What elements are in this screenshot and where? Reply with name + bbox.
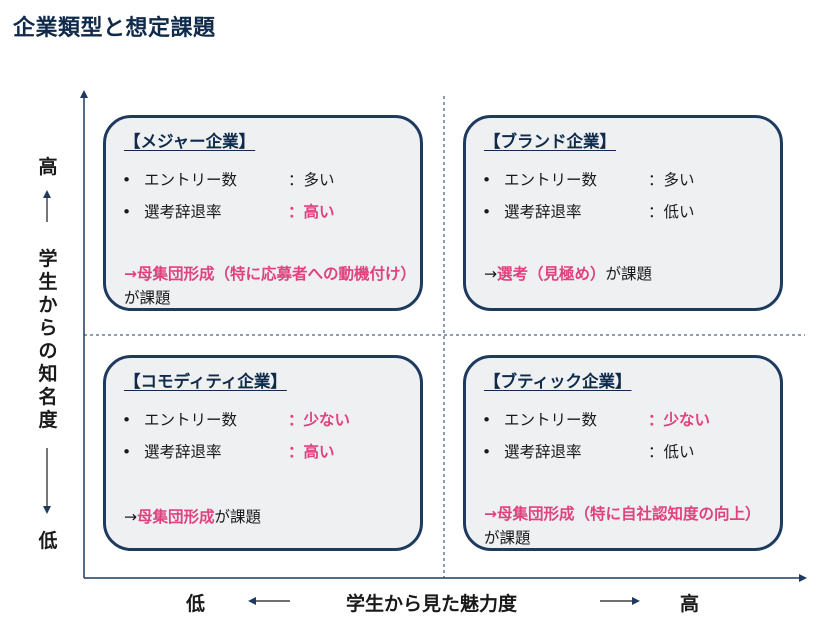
decline-value: ：高い <box>288 203 335 221</box>
y-axis-label-char: 学 <box>38 248 58 270</box>
decline-row: • 選考辞退率 ：高い <box>122 200 335 222</box>
conclusion-prefix: → <box>124 508 137 526</box>
decline-row: • 選考辞退率 ：低い <box>482 440 695 462</box>
conclusion-tail: が課題 <box>484 529 531 547</box>
conclusion-tail: が課題 <box>605 265 653 283</box>
y-axis-label-char: 度 <box>38 409 58 431</box>
y-axis-label-char: か <box>38 294 58 316</box>
y-axis-label-char: 知 <box>38 363 58 385</box>
decline-label: 選考辞退率 <box>144 203 222 221</box>
entries-row: • エントリー数 ：多い <box>122 168 335 190</box>
conclusion: →母集団形成が課題 <box>124 505 414 529</box>
conclusion-highlight: 選考（見極め） <box>497 265 606 283</box>
bullet: • <box>122 171 132 189</box>
entries-value: ：少ない <box>288 411 351 429</box>
quadrant-title: 【メジャー企業】 <box>124 132 256 151</box>
x-axis-label: 学生から見た魅力度 <box>346 593 518 615</box>
quadrant-commodity: 【コモディティ企業】 • エントリー数 ：少ない • 選考辞退率 ：高い →母集団形成が… <box>103 355 423 551</box>
entries-row: • エントリー数 ：少ない <box>122 408 350 430</box>
y-axis-label-char: 生 <box>38 271 58 293</box>
conclusion-highlight: 母集団形成 <box>137 508 215 526</box>
x-axis-high-label: 高 <box>680 593 700 615</box>
entries-value: ：多い <box>648 171 695 189</box>
decline-value: ：低い <box>648 443 695 461</box>
y-axis-low-label: 低 <box>38 530 58 552</box>
quadrant-title: 【ブランド企業】 <box>484 132 616 151</box>
bullet: • <box>482 171 492 189</box>
quadrant-brand: 【ブランド企業】 • エントリー数 ：多い • 選考辞退率 ：低い →選考（見極め）が課… <box>463 115 783 311</box>
bullet: • <box>482 203 492 221</box>
entries-row: • エントリー数 ：少ない <box>482 408 710 430</box>
decline-label: 選考辞退率 <box>504 203 582 221</box>
entries-label: エントリー数 <box>144 171 238 189</box>
entries-row: • エントリー数 ：多い <box>482 168 695 190</box>
decline-row: • 選考辞退率 ：低い <box>482 200 695 222</box>
bullet: • <box>482 443 492 461</box>
conclusion-tail: が課題 <box>214 508 262 526</box>
y-axis-label-char: の <box>38 340 58 362</box>
entries-value: ：多い <box>288 171 335 189</box>
y-axis-label-char: ら <box>38 317 58 339</box>
quadrant-boutique: 【ブティック企業】 • エントリー数 ：少ない • 選考辞退率 ：低い →母集団形成（特… <box>463 355 783 551</box>
bullet: • <box>122 411 132 429</box>
entries-label: エントリー数 <box>144 411 238 429</box>
y-axis-label-char: 名 <box>38 386 58 408</box>
entries-label: エントリー数 <box>504 411 598 429</box>
bullet: • <box>482 411 492 429</box>
conclusion: →母集団形成（特に応募者への動機付け） が課題 <box>124 262 416 310</box>
decline-value: ：低い <box>648 203 695 221</box>
entries-value: ：少ない <box>648 411 711 429</box>
conclusion: →母集団形成（特に自社認知度の向上） が課題 <box>484 502 774 550</box>
conclusion-highlight: →母集団形成（特に応募者への動機付け） <box>124 265 416 283</box>
decline-label: 選考辞退率 <box>144 443 222 461</box>
x-axis-low-label: 低 <box>186 593 206 615</box>
y-axis-high-label: 高 <box>38 156 58 178</box>
quadrant-major: 【メジャー企業】 • エントリー数 ：多い • 選考辞退率 ：高い →母集団形成（特に応… <box>103 115 423 311</box>
decline-row: • 選考辞退率 ：高い <box>122 440 335 462</box>
quadrant-title: 【コモディティ企業】 <box>124 372 287 391</box>
decline-value: ：高い <box>288 443 335 461</box>
bullet: • <box>122 443 132 461</box>
bullet: • <box>122 203 132 221</box>
quadrant-title: 【ブティック企業】 <box>484 372 632 391</box>
decline-label: 選考辞退率 <box>504 443 582 461</box>
conclusion-tail: が課題 <box>124 289 171 307</box>
page-title: 企業類型と想定課題 <box>13 16 216 41</box>
entries-label: エントリー数 <box>504 171 598 189</box>
conclusion-highlight: →母集団形成（特に自社認知度の向上） <box>484 505 761 523</box>
conclusion-prefix: → <box>484 265 497 283</box>
conclusion: →選考（見極め）が課題 <box>484 262 774 286</box>
